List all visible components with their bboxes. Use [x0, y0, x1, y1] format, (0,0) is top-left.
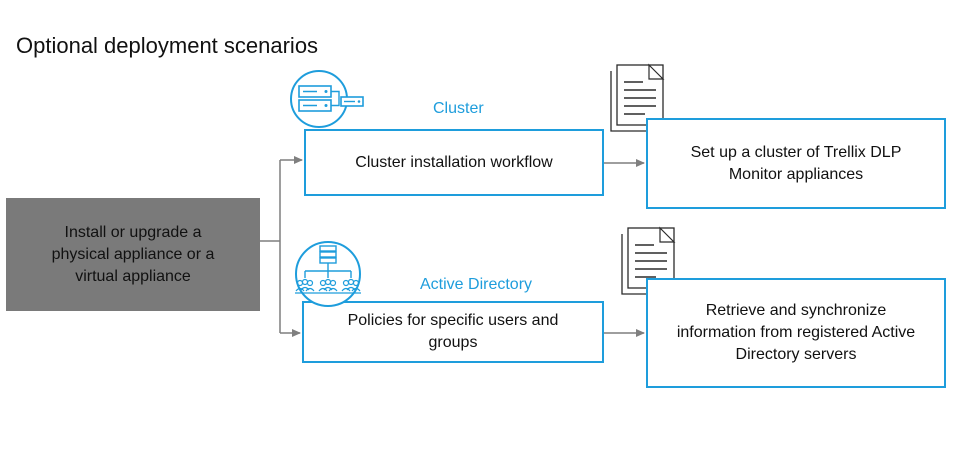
document-icon — [610, 63, 665, 132]
cluster-workflow-box: Cluster installation workflow — [304, 129, 604, 196]
directory-tree-icon — [295, 241, 361, 307]
start-box-label: Install or upgrade a physical appliance … — [51, 223, 215, 285]
cluster-workflow-label: Cluster installation workflow — [355, 153, 553, 171]
ad-workflow-box: Policies for specific users and groups — [302, 301, 604, 363]
server-stack-icon — [290, 70, 364, 128]
ad-result-box: Retrieve and synchronize information fro… — [646, 278, 946, 388]
cluster-result-box: Set up a cluster of Trellix DLP Monitor … — [646, 118, 946, 209]
ad-workflow-label: Policies for specific users and groups — [347, 312, 559, 351]
ad-result-label: Retrieve and synchronize information fro… — [676, 302, 916, 363]
start-box: Install or upgrade a physical appliance … — [6, 198, 260, 311]
cluster-result-label: Set up a cluster of Trellix DLP Monitor … — [690, 143, 902, 183]
page-title: Optional deployment scenarios — [16, 33, 319, 58]
active-directory-title: Active Directory — [420, 276, 533, 293]
cluster-title: Cluster — [433, 100, 484, 117]
